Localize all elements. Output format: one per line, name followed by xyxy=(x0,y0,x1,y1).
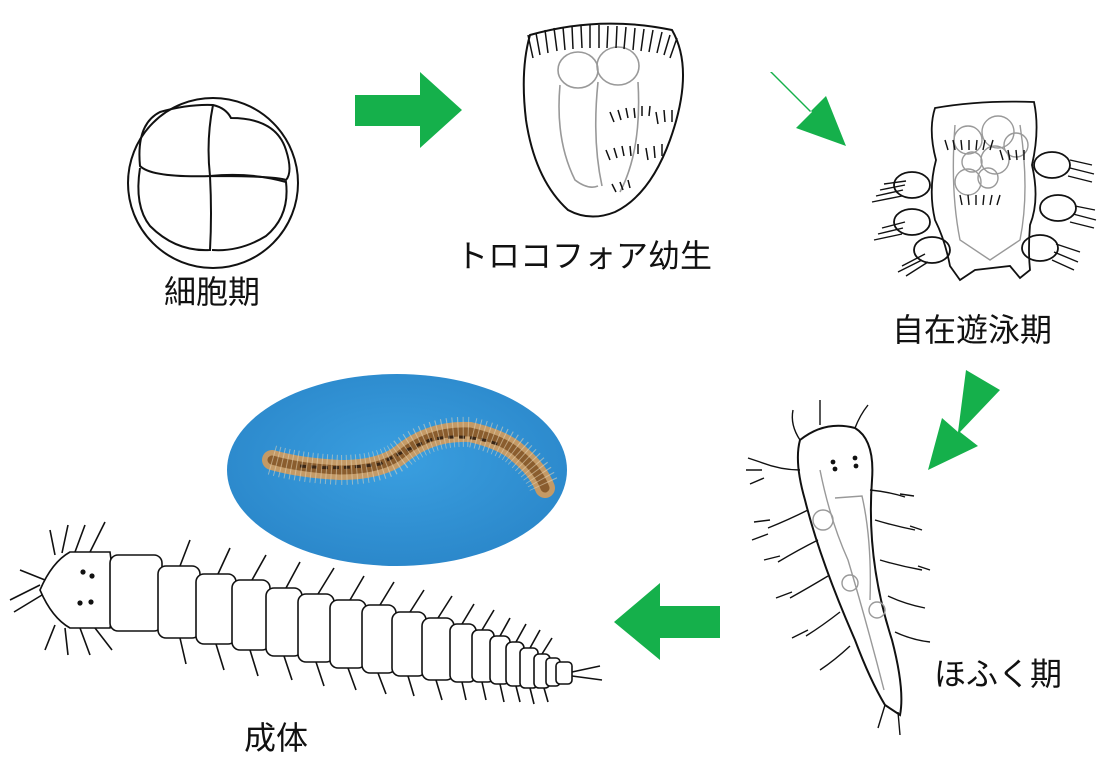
adult-worm-photo xyxy=(227,374,567,566)
label-trochophore: トロコフォア幼生 xyxy=(456,240,712,272)
trochophore-drawing xyxy=(524,24,683,217)
arrow-icon xyxy=(614,583,720,660)
free-swimming-drawing xyxy=(872,102,1096,280)
label-cell-stage: 細胞期 xyxy=(164,276,260,308)
cycle-arrows xyxy=(355,72,1000,660)
arrow-icon xyxy=(770,72,846,146)
cell-stage-drawing xyxy=(128,98,298,268)
crawling-drawing xyxy=(746,400,930,735)
label-crawling: ほふく期 xyxy=(934,658,1062,690)
label-adult: 成体 xyxy=(244,722,308,754)
arrow-icon xyxy=(928,370,1000,470)
arrow-icon xyxy=(355,72,462,148)
label-free-swimming: 自在遊泳期 xyxy=(892,314,1052,346)
